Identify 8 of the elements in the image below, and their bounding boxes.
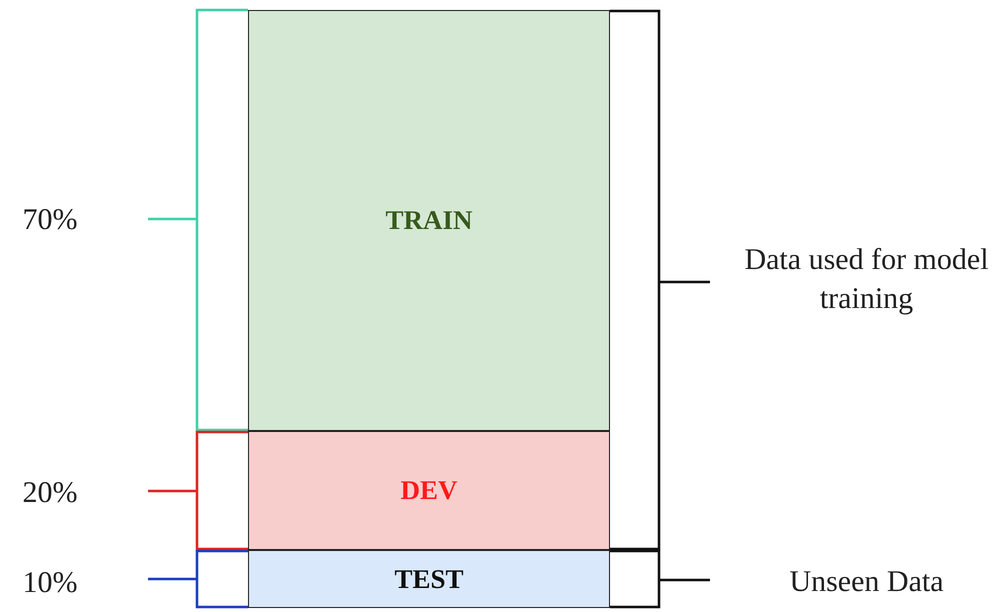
segment-box: DEV xyxy=(248,431,610,550)
bracket-label: Data used for model training xyxy=(743,242,990,317)
percentage-label: 70% xyxy=(22,202,78,238)
percentage-label: 20% xyxy=(22,475,78,511)
bracket-label: Unseen Data xyxy=(788,564,945,600)
segment-box: TRAIN xyxy=(248,10,610,431)
percentage-label: 10% xyxy=(22,565,78,601)
segment-box: TEST xyxy=(248,550,610,608)
